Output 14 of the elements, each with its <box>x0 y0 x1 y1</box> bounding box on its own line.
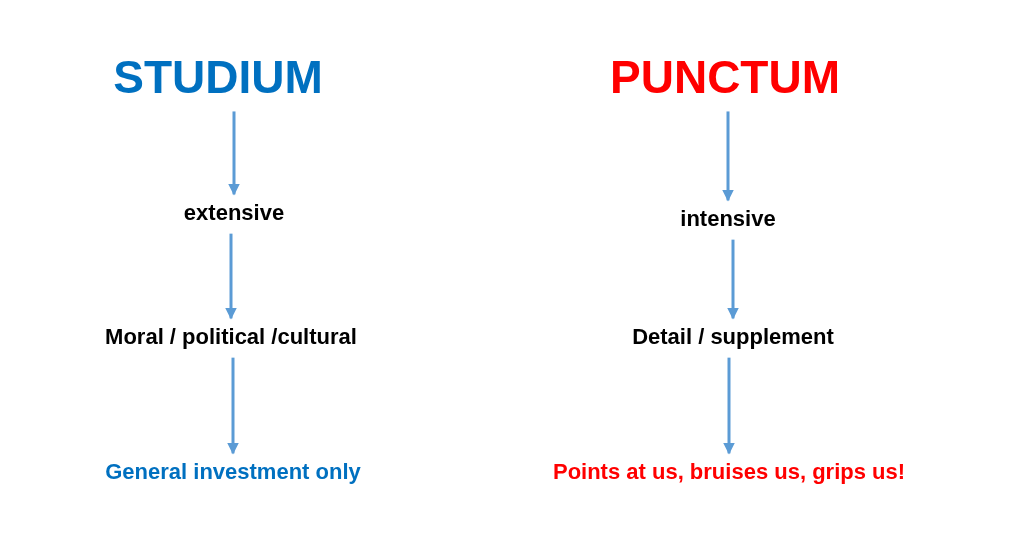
arrow <box>727 239 739 320</box>
stage-label: Detail / supplement <box>632 324 834 350</box>
result-label: Points at us, bruises us, grips us! <box>552 459 906 485</box>
arrow <box>227 357 239 455</box>
stage-label: intensive <box>680 206 776 232</box>
title-word: STUDIUM <box>113 50 323 104</box>
arrow <box>228 111 240 196</box>
result-label: General investment only <box>105 459 361 485</box>
title-word: PUNCTUM <box>610 50 840 104</box>
stage-label: extensive <box>183 200 285 226</box>
arrow <box>723 357 735 455</box>
arrow <box>722 111 734 202</box>
arrow <box>225 233 237 320</box>
stage-label: Moral / political /cultural <box>105 324 357 350</box>
